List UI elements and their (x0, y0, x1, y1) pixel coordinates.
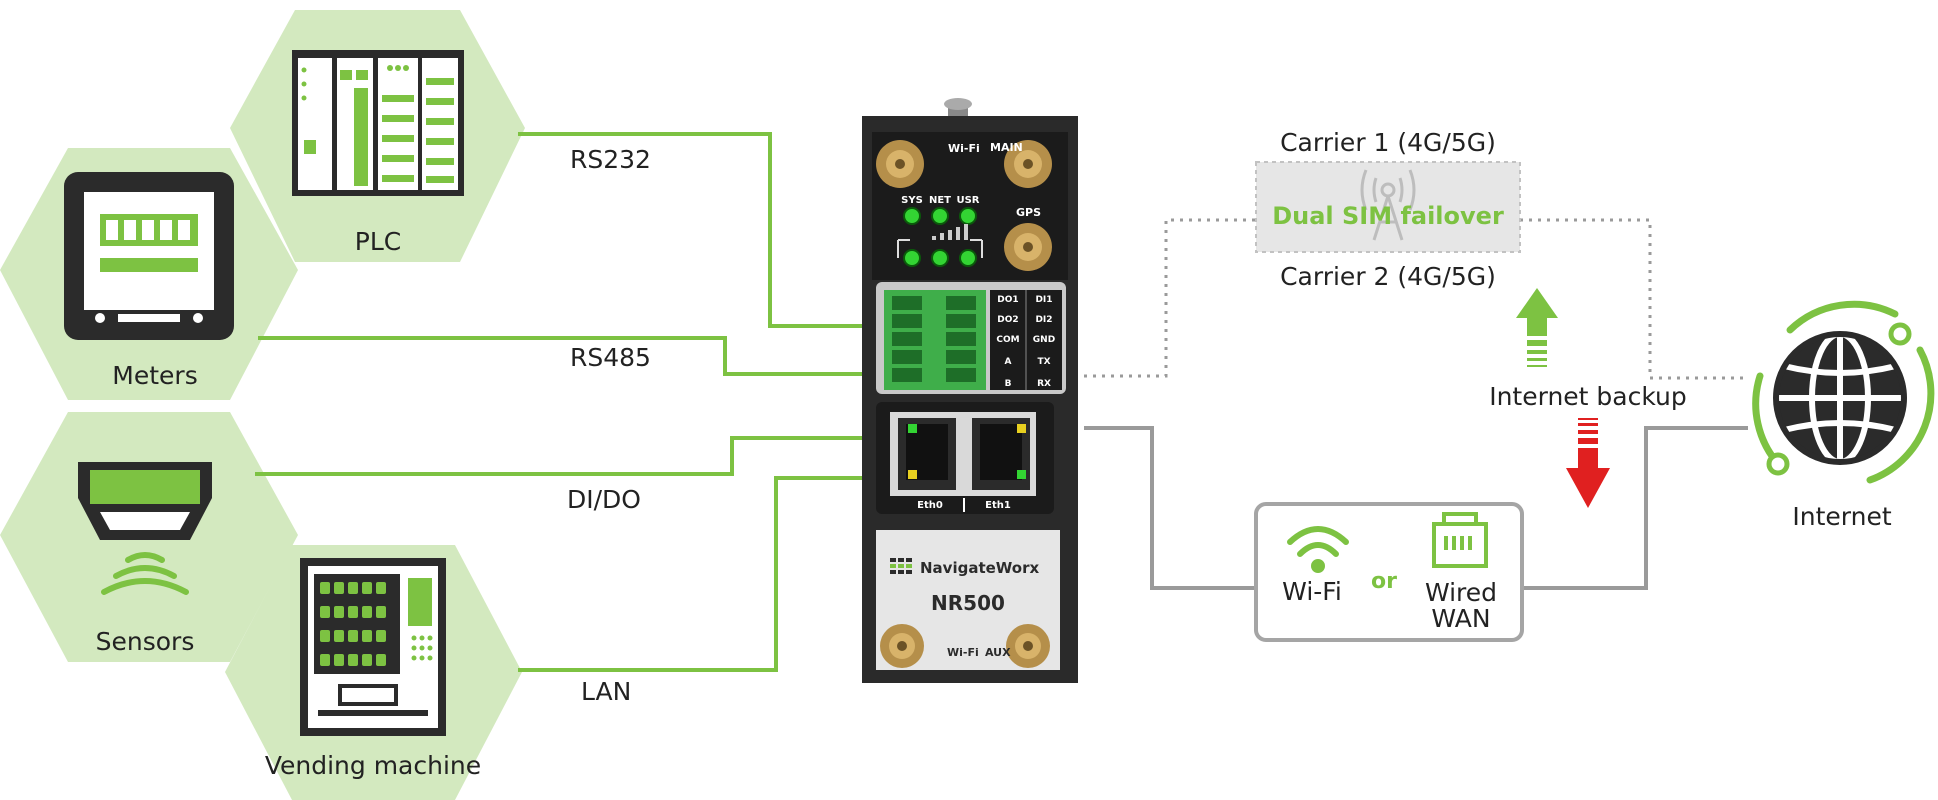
vending-label: Vending machine (265, 751, 481, 780)
carrier1-label: Carrier 1 (4G/5G) (1280, 128, 1496, 157)
cellular-dotted-line (1084, 218, 1256, 378)
terminal-label-b: B (1005, 379, 1012, 389)
up-arrow-icon (1516, 288, 1558, 367)
navigateworx-logo (890, 558, 912, 574)
antenna-label-gps: GPS (1016, 206, 1041, 219)
antenna-label-wifi-bottom: Wi-Fi (947, 646, 979, 659)
cellular-dotted-line-right (1520, 218, 1748, 380)
vending-machine-icon (300, 558, 446, 736)
wired-label-line2: WAN (1431, 604, 1490, 633)
internet-label: Internet (1792, 502, 1891, 531)
lan-line (518, 476, 862, 672)
antenna-label-main: MAIN (990, 141, 1023, 154)
terminal-label-di1: DI1 (1035, 295, 1052, 305)
rs485-label: RS485 (570, 343, 651, 372)
wan-solid-line (1084, 426, 1256, 590)
antenna-connector-wifi (876, 140, 924, 188)
antenna-connector-aux (1006, 624, 1050, 668)
rs232-label: RS232 (570, 145, 651, 174)
meter-icon (64, 172, 234, 340)
globe-icon (1752, 300, 1935, 484)
antenna-tower-icon (1360, 169, 1416, 241)
wifi-icon (1287, 526, 1349, 573)
antenna-connector-main (1004, 140, 1052, 188)
led-label-net: NET (929, 195, 951, 206)
led-label-sys: SYS (901, 195, 923, 206)
sensors-label: Sensors (96, 627, 195, 656)
lan-label: LAN (581, 677, 631, 706)
carrier2-label: Carrier 2 (4G/5G) (1280, 262, 1496, 291)
antenna-label-aux: AUX (985, 646, 1011, 659)
terminal-label-do2: DO2 (997, 315, 1018, 325)
wired-label-line1: Wired (1425, 578, 1497, 607)
terminal-label-do1: DO1 (997, 295, 1018, 305)
terminal-label-tx: TX (1037, 357, 1050, 367)
port-label-eth1: Eth1 (985, 500, 1011, 511)
dido-label: DI/DO (567, 485, 641, 514)
led-label-usr: USR (956, 195, 979, 206)
antenna-connector-wifi-bottom (880, 624, 924, 668)
ethernet-port-icon-2 (972, 418, 1030, 490)
or-label: or (1371, 569, 1397, 594)
router-model: NR500 (931, 591, 1005, 615)
terminal-label-a: A (1005, 357, 1012, 367)
ethernet-port-icon (898, 418, 956, 490)
terminal-label-di2: DI2 (1035, 315, 1052, 325)
wifi-label: Wi-Fi (1282, 577, 1342, 606)
device-connection-lines (255, 132, 862, 672)
port-label-eth0: Eth0 (917, 500, 943, 511)
plc-icon (292, 50, 464, 196)
router-brand: NavigateWorx (920, 559, 1040, 577)
meters-label: Meters (112, 361, 197, 390)
ethernet-port-icon-wan (1432, 512, 1488, 568)
antenna-label-wifi: Wi-Fi (948, 142, 980, 155)
wan-solid-line-right (1522, 426, 1748, 590)
dido-line (255, 436, 862, 476)
failover-label: Dual SIM failover (1272, 202, 1504, 230)
failover-box (1255, 161, 1521, 253)
sensor-icon (78, 462, 212, 595)
rs232-line (518, 132, 862, 328)
terminal-label-gnd: GND (1033, 335, 1055, 345)
router-image: Wi-Fi MAIN GPS SYS NET USR DO1 DI1 DO2 D… (862, 98, 1078, 683)
antenna-connector-gps (1004, 223, 1052, 271)
terminal-label-com: COM (996, 335, 1019, 345)
internet-backup-label: Internet backup (1489, 382, 1687, 411)
terminal-label-rx: RX (1037, 379, 1051, 389)
down-arrow-icon (1566, 418, 1610, 508)
rs485-line (258, 336, 862, 376)
plc-label: PLC (355, 227, 401, 256)
